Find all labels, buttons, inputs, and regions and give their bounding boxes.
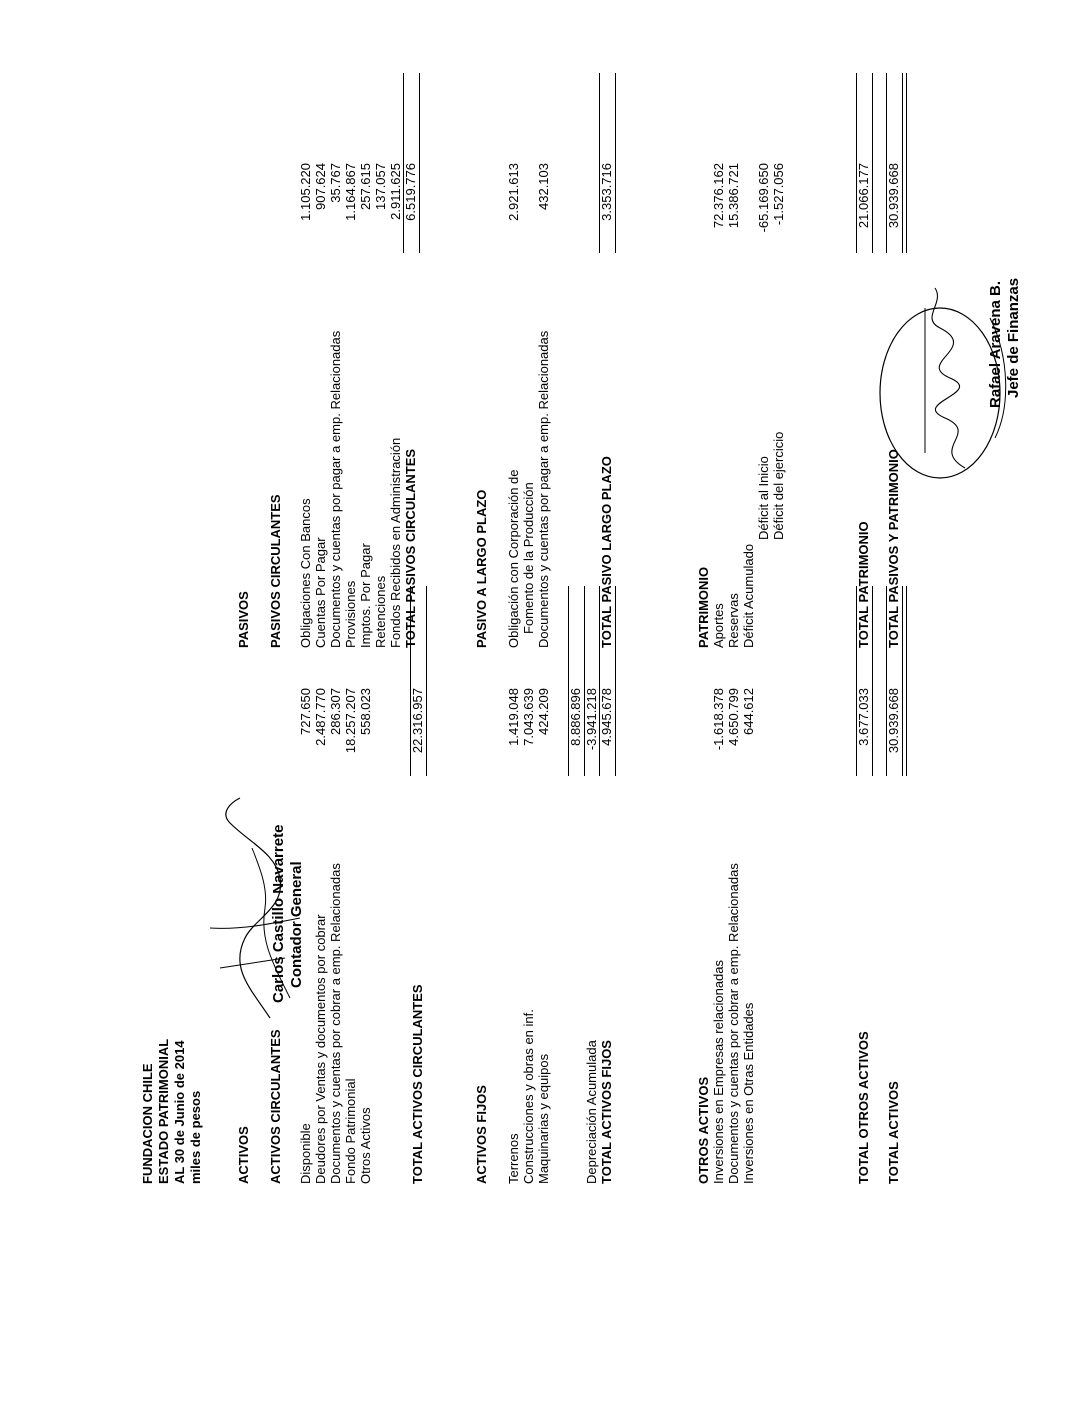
activos-heading: ACTIVOS <box>236 1126 251 1184</box>
org-name: FUNDACION CHILE <box>140 1063 155 1184</box>
activos-circulantes-heading: ACTIVOS CIRCULANTES <box>268 1029 283 1184</box>
contador-title: Contador General <box>288 861 305 988</box>
pasivos-heading: PASIVOS <box>236 591 251 648</box>
pc-row-label: Provisiones <box>343 580 358 648</box>
statement-title: ESTADO PATRIMONIAL <box>156 1038 171 1184</box>
jefe-finanzas-title: Jefe de Finanzas <box>1005 277 1022 398</box>
total-activos-label: TOTAL ACTIVOS <box>886 1081 901 1184</box>
af-total-value: 4.945.678 <box>599 688 614 746</box>
patrimonio-total-underline <box>872 73 873 253</box>
pc-row-value: 1.105.220 <box>298 163 313 221</box>
plp-total-label: TOTAL PASIVO LARGO PLAZO <box>599 456 614 648</box>
pc-row-label: Retenciones <box>373 575 388 648</box>
oa-row-value: 4.650.799 <box>726 688 741 746</box>
patrimonio-deficit-inicio-label: Déficit al Inicio <box>756 456 771 540</box>
af-depreciacion-value: -3.941.218 <box>584 688 599 751</box>
ac-row-value: 18.257.207 <box>343 688 358 754</box>
patrimonio-aportes-label: Aportes <box>711 603 726 648</box>
statement-date: AL 30 de Junio de 2014 <box>172 1040 187 1184</box>
pasivos-circulantes-heading: PASIVOS CIRCULANTES <box>268 494 283 648</box>
af-depreciacion-label: Depreciación Acumulada <box>584 1040 599 1184</box>
plp-total-value: 3.353.716 <box>599 163 614 221</box>
ac-row-label: Otros Activos <box>358 1107 373 1184</box>
ac-row-label: Documentos y cuentas por cobrar a emp. R… <box>328 863 343 1184</box>
pc-row-value: 35.767 <box>328 163 343 203</box>
af-row-label: Terrenos <box>506 1133 521 1184</box>
plp-row1b-label: Fomento de la Producción <box>521 482 536 634</box>
ac-row-value: 558.023 <box>358 688 373 735</box>
ac-row-value: 286.307 <box>328 688 343 735</box>
pc-row-label: Fondos Recibidos en Administración <box>388 437 403 648</box>
total-activos-double-underline <box>902 586 907 776</box>
ac-row-value: 2.487.770 <box>313 688 328 746</box>
pasivo-largo-plazo-heading: PASIVO A LARGO PLAZO <box>474 489 489 648</box>
plp-row2-label: Documentos y cuentas por pagar a emp. Re… <box>536 330 551 648</box>
otros-activos-heading: OTROS ACTIVOS <box>696 1076 711 1184</box>
plp-row1-value: 2.921.613 <box>506 163 521 221</box>
patrimonio-reservas-value: 15.386.721 <box>726 163 741 229</box>
jefe-finanzas-signature-scribble <box>879 287 1007 479</box>
patrimonio-deficit-label: Déficit Acumulado <box>741 543 756 648</box>
patrimonio-deficit-ejercicio-value: -1.527.056 <box>771 163 786 226</box>
pc-row-label: Cuentas Por Pagar <box>313 537 328 648</box>
plp-row2-value: 432.103 <box>536 163 551 210</box>
patrimonio-total-value: 21.066.177 <box>856 163 871 229</box>
af-total-underline <box>615 586 616 776</box>
patrimonio-deficit-inicio-value: -65.169.650 <box>756 163 771 233</box>
ac-row-label: Disponible <box>298 1123 313 1184</box>
oa-row-label: Inversiones en Empresas relacionadas <box>711 959 726 1184</box>
oa-row-value: 644.612 <box>741 688 756 735</box>
pc-total-label: TOTAL PASIVOS CIRCULANTES <box>403 448 418 648</box>
af-row-label: Construcciones y obras en inf. <box>521 1009 536 1184</box>
plp-total-underline <box>615 73 616 253</box>
patrimonio-heading: PATRIMONIO <box>696 566 711 648</box>
total-pasivos-patrimonio-value: 30.939.668 <box>886 163 901 229</box>
oa-row-value: -1.618.378 <box>711 688 726 751</box>
oa-row-label: Inversiones en Otras Entidades <box>741 1002 756 1184</box>
patrimonio-total-label: TOTAL PATRIMONIO <box>856 521 871 648</box>
patrimonio-deficit-ejercicio-label: Déficit del ejercicio <box>771 431 786 540</box>
ac-total-label: TOTAL ACTIVOS CIRCULANTES <box>410 984 425 1184</box>
pc-row-value: 907.624 <box>313 163 328 210</box>
af-row-value: 7.043.639 <box>521 688 536 746</box>
ac-total-underline <box>426 586 427 776</box>
total-activos-value: 30.939.668 <box>886 688 901 754</box>
patrimonio-aportes-value: 72.376.162 <box>711 163 726 229</box>
pc-row-value: 1.164.867 <box>343 163 358 221</box>
af-row-value: 424.209 <box>536 688 551 735</box>
activos-fijos-heading: ACTIVOS FIJOS <box>474 1085 489 1184</box>
total-pasivos-double-underline <box>902 73 907 253</box>
ac-total-value: 22.316.957 <box>410 688 425 754</box>
contador-name: Carlos Castillo Navarrete <box>270 824 287 1003</box>
ac-row-label: Deudores por Ventas y documentos por cob… <box>313 914 328 1184</box>
pc-total-underline <box>419 73 420 253</box>
contador-signature-scribble <box>209 797 301 1019</box>
pc-row-value: 2.911.625 <box>388 163 403 220</box>
af-row-label: Maquinarias y equipos <box>536 1053 551 1184</box>
af-subtotal-value: 8.886.896 <box>568 688 583 746</box>
statement-units: miles de pesos <box>188 1090 203 1184</box>
pc-row-value: 257.615 <box>358 163 373 210</box>
oa-row-label: Documentos y cuentas por cobrar a emp. R… <box>726 863 741 1184</box>
pc-row-value: 137.057 <box>373 163 388 210</box>
pc-total-value: 6.519.776 <box>403 163 418 221</box>
jefe-finanzas-name: Rafael Aravena B. <box>987 280 1004 408</box>
patrimonio-reservas-label: Reservas <box>726 593 741 648</box>
ac-row-value: 727.650 <box>298 688 313 735</box>
oa-total-label: TOTAL OTROS ACTIVOS <box>856 1031 871 1184</box>
af-total-label: TOTAL ACTIVOS FIJOS <box>599 1040 614 1184</box>
ac-row-label: Fondo Patrimonial <box>343 1078 358 1185</box>
plp-row1-label: Obligación con Corporación de <box>506 469 521 649</box>
oa-total-value: 3.677.033 <box>856 688 871 746</box>
oa-total-underline <box>872 586 873 776</box>
pc-row-label: Obligaciones Con Bancos <box>298 498 313 648</box>
af-row-value: 1.419.048 <box>506 688 521 746</box>
pc-row-label: Imptos. Por Pagar <box>358 543 373 648</box>
pc-row-label: Documentos y cuentas por pagar a emp. Re… <box>328 330 343 648</box>
